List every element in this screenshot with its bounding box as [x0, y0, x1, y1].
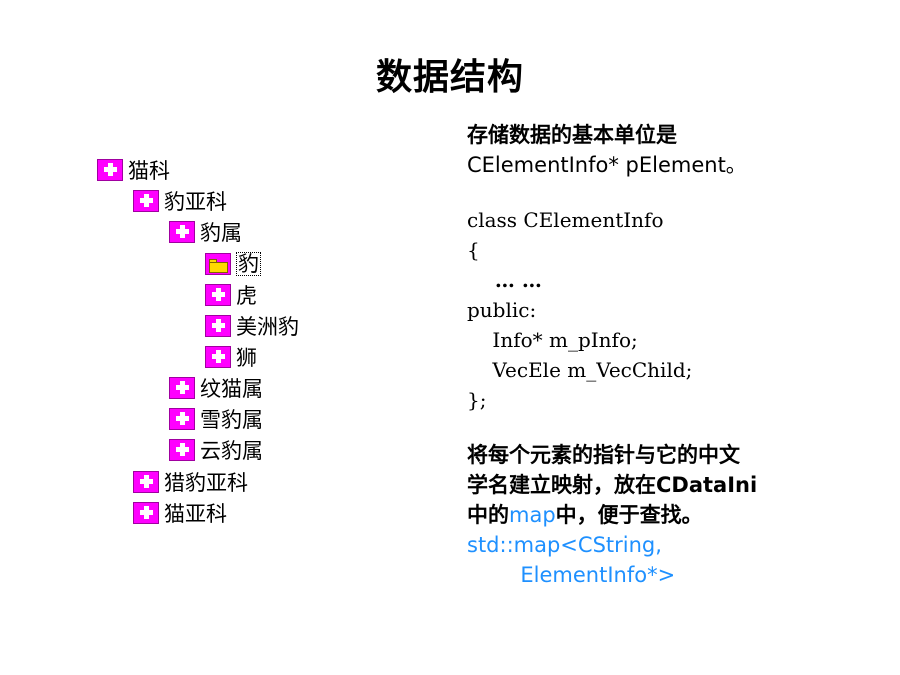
code-line: VecEle m_VecChild; [467, 358, 693, 382]
book-icon [133, 471, 159, 493]
std-map-line: ElementInfo*> [467, 563, 676, 587]
description-text: 存储数据的基本单位是 CElementInfo* pElement。 class… [467, 120, 887, 590]
tree-node-uncia[interactable]: 雪豹属 [169, 407, 263, 432]
tree-node-felidae[interactable]: 猫科 [97, 158, 170, 183]
book-icon [97, 159, 123, 181]
text-segment: 中，便于查找。 [555, 503, 703, 527]
tree-node-tiger[interactable]: 虎 [205, 283, 257, 308]
tree-node-label: 虎 [236, 284, 257, 308]
tree-node-label: 猎豹亚科 [164, 471, 248, 495]
tree-node-neofelis[interactable]: 云豹属 [169, 438, 263, 463]
std-map-line: std::map<CString, [467, 533, 662, 557]
tree-node-label: 豹亚科 [164, 190, 227, 214]
text-segment: 中的 [467, 503, 509, 527]
code-line: }; [467, 388, 487, 412]
tree-node-label: 美洲豹 [236, 315, 299, 339]
tree-node-felinae[interactable]: 猫亚科 [133, 501, 227, 526]
map-keyword: map [509, 503, 556, 527]
tree-node-panthera[interactable]: 豹属 [169, 220, 242, 245]
intro-line: 存储数据的基本单位是 [467, 123, 677, 147]
code-line: { [467, 238, 480, 262]
map-description-line: 中的map中，便于查找。 [467, 500, 887, 530]
tree-node-label: 猫科 [128, 159, 170, 183]
open-folder-icon [205, 253, 231, 275]
code-line: Info* m_pInfo; [467, 328, 638, 352]
book-icon [205, 346, 231, 368]
tree-node-label: 雪豹属 [200, 408, 263, 432]
tree-node-jaguar[interactable]: 美洲豹 [205, 314, 299, 339]
code-line: public: [467, 298, 537, 322]
book-icon [169, 221, 195, 243]
book-icon [133, 190, 159, 212]
tree-node-pantherinae[interactable]: 豹亚科 [133, 189, 227, 214]
book-icon [169, 377, 195, 399]
map-description-line: 将每个元素的指针与它的中文 [467, 443, 740, 467]
tree-node-pardofelis[interactable]: 纹猫属 [169, 376, 263, 401]
book-icon [205, 284, 231, 306]
tree-node-acinonychinae[interactable]: 猎豹亚科 [133, 470, 248, 495]
page-title: 数据结构 [375, 57, 524, 98]
code-line: … … [467, 268, 542, 292]
tree-node-label: 猫亚科 [164, 502, 227, 526]
code-line: class CElementInfo [467, 208, 664, 232]
book-icon [169, 408, 195, 430]
tree-node-leopard[interactable]: 豹 [205, 252, 261, 276]
tree-node-label-selected: 豹 [236, 252, 261, 276]
tree-node-lion[interactable]: 狮 [205, 345, 257, 370]
tree-node-label: 云豹属 [200, 439, 263, 463]
tree-node-label: 狮 [236, 346, 257, 370]
tree-node-label: 豹属 [200, 221, 242, 245]
intro-line: CElementInfo* pElement。 [467, 153, 747, 177]
map-description-line: 学名建立映射，放在CDataIni [467, 473, 758, 497]
tree-node-label: 纹猫属 [200, 377, 263, 401]
book-icon [169, 439, 195, 461]
book-icon [133, 502, 159, 524]
book-icon [205, 315, 231, 337]
